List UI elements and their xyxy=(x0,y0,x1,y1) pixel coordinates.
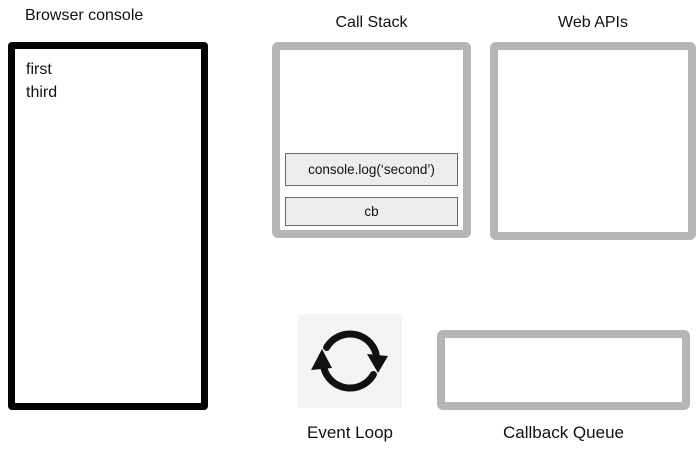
call-stack-box: console.log(‘second’) cb xyxy=(272,42,471,238)
console-output-line: third xyxy=(26,84,58,101)
web-apis-box xyxy=(490,42,696,240)
console-output-line: first xyxy=(26,61,52,78)
loop-arrows-icon xyxy=(311,330,388,392)
browser-console-title: Browser console xyxy=(25,7,144,24)
stack-frame: cb xyxy=(285,197,458,226)
call-stack-frames: console.log(‘second’) cb xyxy=(285,153,458,226)
callback-queue-box xyxy=(437,330,690,410)
event-loop-label: Event Loop xyxy=(306,423,393,442)
callback-queue-label: Callback Queue xyxy=(503,423,624,442)
browser-console-box: first third xyxy=(8,42,208,410)
stack-frame: console.log(‘second’) xyxy=(285,153,458,186)
event-loop-icon xyxy=(298,314,402,408)
web-apis-title: Web APIs xyxy=(558,14,628,31)
call-stack-title: Call Stack xyxy=(335,14,408,31)
